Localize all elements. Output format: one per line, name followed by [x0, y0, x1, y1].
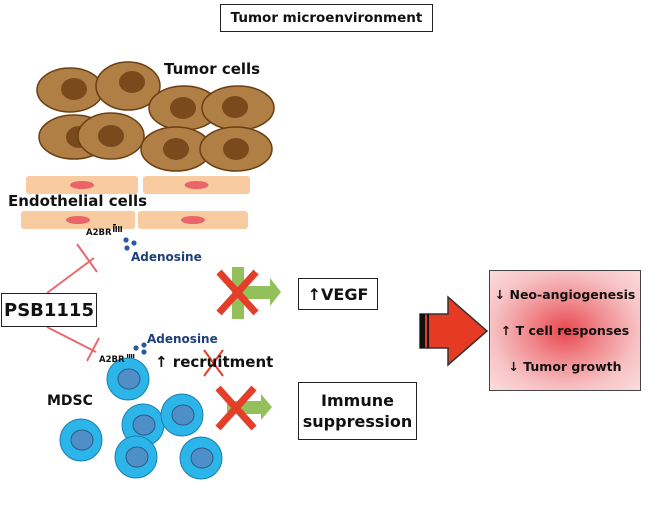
mdsc-cell: [106, 357, 150, 401]
adenosine-dot: [141, 342, 147, 348]
tumor-cell: [199, 126, 273, 172]
recruitment-label: ↑ recruitment: [155, 353, 274, 371]
endothelial-cells-label: Endothelial cells: [8, 192, 148, 210]
a2br-label-top: A2BR: [86, 228, 112, 238]
blocked-immune-arrow: [215, 385, 272, 431]
recruitment-cross-icon: [203, 349, 224, 377]
immune-suppression-box: Immune suppression: [298, 382, 417, 440]
outcome-t-cell-responses: ↑ T cell responses: [500, 322, 630, 338]
title-box: Tumor microenvironment: [220, 4, 433, 32]
tumor-cell: [95, 61, 161, 111]
inhibition-line-top: [46, 243, 98, 294]
blocked-vegf-arrow: [216, 267, 281, 319]
mdsc-cell: [59, 418, 103, 462]
psb1115-box: PSB1115: [1, 293, 97, 327]
adenosine-molecules-icon: [123, 237, 137, 251]
inhibition-line-bottom: [46, 326, 100, 362]
adenosine-dot: [123, 237, 129, 243]
big-result-arrow: [419, 295, 489, 367]
mdsc-label: MDSC: [47, 393, 93, 409]
adenosine-dot: [131, 240, 137, 246]
mdsc-cells: [59, 357, 223, 480]
adenosine-molecules-icon: [133, 342, 147, 355]
tumor-cell: [36, 67, 104, 113]
adenosine-dot: [133, 345, 139, 351]
a2br-receptor-icon: [113, 224, 122, 232]
endothelial-cell: [26, 176, 138, 194]
tumor-cell: [201, 85, 275, 131]
outcome-tumor-growth: ↓ Tumor growth: [508, 358, 622, 374]
a2br-receptor-icon: [127, 354, 135, 358]
endothelial-cell: [143, 176, 250, 194]
mdsc-cell: [121, 403, 165, 447]
mdsc-cell: [179, 436, 223, 480]
immune-suppression-line1: Immune: [321, 391, 394, 410]
adenosine-dot: [141, 349, 147, 355]
outcomes-box: ↓ Neo-angiogenesis ↑ T cell responses ↓ …: [489, 270, 641, 391]
outcome-neo-angiogenesis: ↓ Neo-angiogenesis: [494, 287, 636, 303]
adenosine-label-bottom: Adenosine: [147, 332, 218, 346]
mdsc-cell: [160, 393, 204, 437]
vegf-box: ↑VEGF: [298, 278, 378, 310]
a2br-label-bottom: A2BR: [99, 355, 125, 365]
tumor-cell: [77, 112, 145, 160]
endothelial-cell: [138, 211, 248, 229]
adenosine-label-top: Adenosine: [131, 250, 202, 264]
adenosine-dot: [124, 245, 130, 251]
immune-suppression-line2: suppression: [302, 412, 413, 431]
tumor-cells-label: Tumor cells: [164, 60, 261, 78]
endothelial-cells: [21, 176, 250, 229]
mdsc-cell: [114, 435, 158, 479]
endothelial-cell: [21, 211, 135, 229]
tumor-cells: [36, 61, 275, 172]
